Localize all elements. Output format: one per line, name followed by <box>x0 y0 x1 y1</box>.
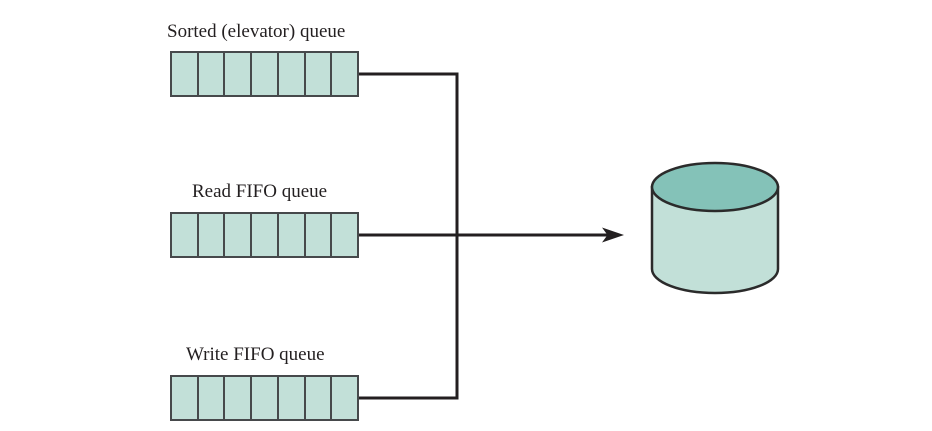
queue-sorted-elevator <box>170 51 359 97</box>
queue-cell <box>225 214 253 256</box>
queue-cell <box>252 214 279 256</box>
queue-cell <box>199 214 226 256</box>
queue-cell <box>252 53 279 95</box>
queue-cell <box>332 377 357 419</box>
queue-label-sorted-elevator: Sorted (elevator) queue <box>167 21 346 42</box>
queue-read-fifo <box>170 212 359 258</box>
queue-cell <box>306 214 333 256</box>
queue-cell <box>225 377 253 419</box>
queue-cell <box>172 53 199 95</box>
disk-cylinder-top <box>650 161 780 213</box>
disk-cylinder-body <box>650 185 780 295</box>
queue-cell <box>279 377 306 419</box>
queue-cell <box>332 53 357 95</box>
queue-cell <box>306 377 333 419</box>
queue-label-write-fifo: Write FIFO queue <box>186 344 325 365</box>
queue-cell <box>306 53 333 95</box>
queue-cell <box>172 214 199 256</box>
disk-cylinder-icon <box>650 161 780 295</box>
queue-write-fifo <box>170 375 359 421</box>
queue-cell <box>332 214 357 256</box>
arrow-head-icon <box>602 227 624 243</box>
queue-cell <box>172 377 199 419</box>
queue-label-read-fifo: Read FIFO queue <box>192 181 328 202</box>
queue-cell <box>279 214 306 256</box>
queue-cell <box>199 377 226 419</box>
queue-cell <box>252 377 279 419</box>
queue-cell <box>199 53 226 95</box>
queue-cell <box>279 53 306 95</box>
queue-cell <box>225 53 253 95</box>
